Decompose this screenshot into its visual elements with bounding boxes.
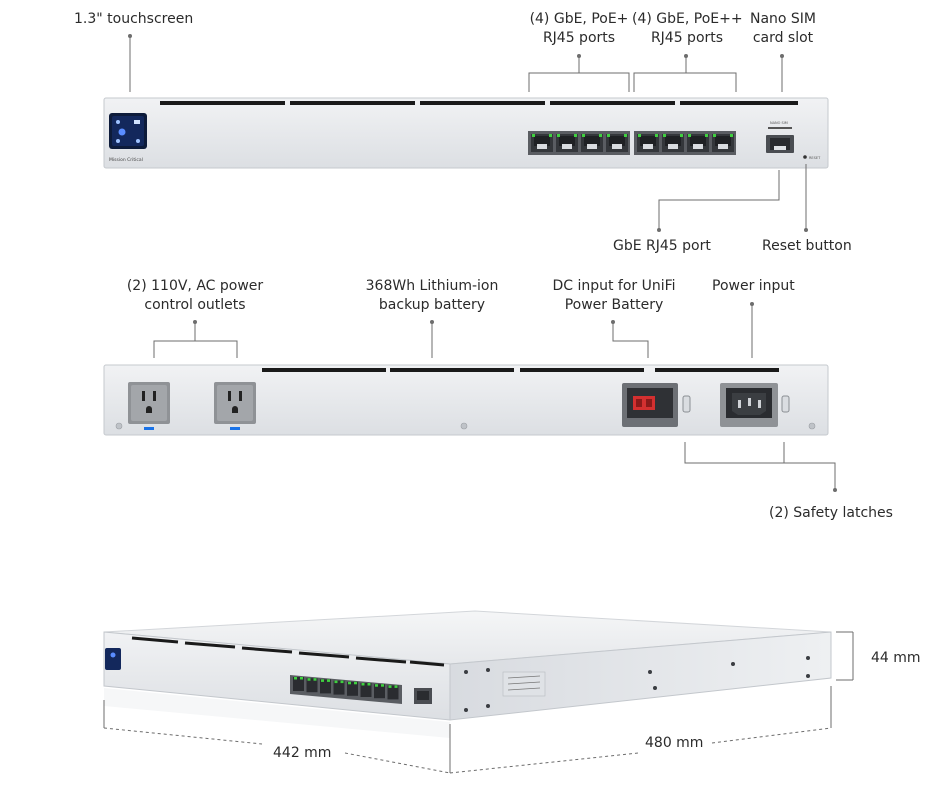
iso-gbe-jack: [417, 691, 429, 700]
height-dimension-label: 44 mm: [871, 650, 921, 666]
rj45-port: [662, 134, 684, 152]
battery-line1: 368Wh Lithium-ion: [365, 278, 499, 294]
outlets-line1: (2) 110V, AC power: [126, 278, 264, 294]
iso-rj45-port: [347, 681, 358, 696]
sim-tiny-label: NANO SIM: [770, 121, 788, 125]
poe-pp-label: (4) GbE, PoE++ RJ45 ports: [632, 10, 743, 48]
iso-reflection: [104, 688, 450, 738]
touchscreen-label: 1.3" touchscreen: [74, 11, 194, 27]
dc-input-port: [622, 383, 678, 427]
dc-line2: Power Battery: [564, 297, 664, 313]
ac-outlet-2: [214, 382, 256, 430]
iso-screen-icon: [110, 652, 116, 658]
iso-rj45-port: [374, 684, 385, 699]
rear-leaders: [153, 304, 836, 490]
touchscreen-display: [109, 113, 147, 149]
battery-line2: backup battery: [378, 297, 486, 313]
poe-plus-line2: RJ45 ports: [542, 30, 616, 46]
iso-rj45-port: [306, 678, 318, 693]
reset-tiny-label: RESET: [809, 156, 821, 160]
front-leaders: [129, 36, 807, 230]
depth-dimension-label: 480 mm: [645, 735, 704, 751]
battery-label: 368Wh Lithium-ion backup battery: [360, 277, 504, 315]
brand-text: Mission Critical: [109, 157, 143, 163]
rj45-port: [637, 134, 659, 152]
power-input-label: Power input: [712, 278, 795, 294]
rear-leader-dots: [193, 302, 837, 492]
rj45-port: [712, 134, 734, 152]
rj45-port: [606, 134, 628, 152]
front-leader-dots: [128, 34, 808, 232]
rj45-port: [556, 134, 578, 152]
safety-latches-label: (2) Safety latches: [769, 505, 893, 521]
poe-plus-label: (4) GbE, PoE+ RJ45 ports: [522, 10, 636, 48]
dc-input-label: DC input for UniFi Power Battery: [548, 277, 680, 315]
rj45-port: [531, 134, 553, 152]
sim-label: Nano SIM card slot: [744, 10, 822, 48]
dimension-lines: [103, 631, 854, 773]
latch-1: [682, 395, 691, 413]
iso-touchscreen: [105, 648, 121, 670]
rj45-port: [687, 134, 709, 152]
front-vents: [160, 101, 798, 105]
front-gbe-port: [766, 135, 794, 153]
outlets-line2: control outlets: [144, 297, 246, 313]
iso-rj45-port: [360, 683, 372, 697]
iso-rj45-port: [293, 677, 304, 691]
dc-line1: DC input for UniFi: [552, 278, 676, 294]
poe-pp-line1: (4) GbE, PoE++: [632, 11, 743, 27]
front-rj45-ports: [528, 131, 736, 155]
iso-vents: [131, 636, 445, 667]
sim-line1: Nano SIM: [749, 11, 817, 27]
iso-rj45-ports: [290, 675, 402, 704]
front-panel: Mission Critical NANO SIM RESET: [103, 97, 829, 169]
reset-pinhole: [803, 155, 807, 159]
ac-power-input: [720, 383, 778, 427]
iso-rj45-port: [387, 685, 399, 700]
width-dimension-label: 442 mm: [273, 745, 332, 761]
iso-side-screws: [464, 656, 810, 712]
rj45-port: [581, 134, 603, 152]
outlets-label: (2) 110V, AC power control outlets: [120, 277, 270, 315]
sim-line2: card slot: [752, 30, 814, 46]
iso-side: [449, 631, 832, 721]
poe-pp-line2: RJ45 ports: [650, 30, 724, 46]
iso-rj45-port: [333, 680, 345, 695]
poe-plus-line1: (4) GbE, PoE+: [529, 11, 629, 27]
iso-rj45-port: [320, 679, 331, 694]
rear-vents: [262, 368, 779, 372]
rear-panel: [103, 364, 829, 436]
gbe-port-label: GbE RJ45 port: [613, 238, 711, 254]
iso-label-lines: [507, 675, 541, 691]
reset-button-label: Reset button: [762, 238, 852, 254]
latch-2: [781, 395, 790, 413]
dimension-dashes: [103, 727, 832, 774]
rear-screws: [115, 422, 816, 430]
ac-outlet-1: [128, 382, 170, 430]
sim-slot: [768, 127, 792, 129]
isometric-view: [103, 610, 832, 738]
